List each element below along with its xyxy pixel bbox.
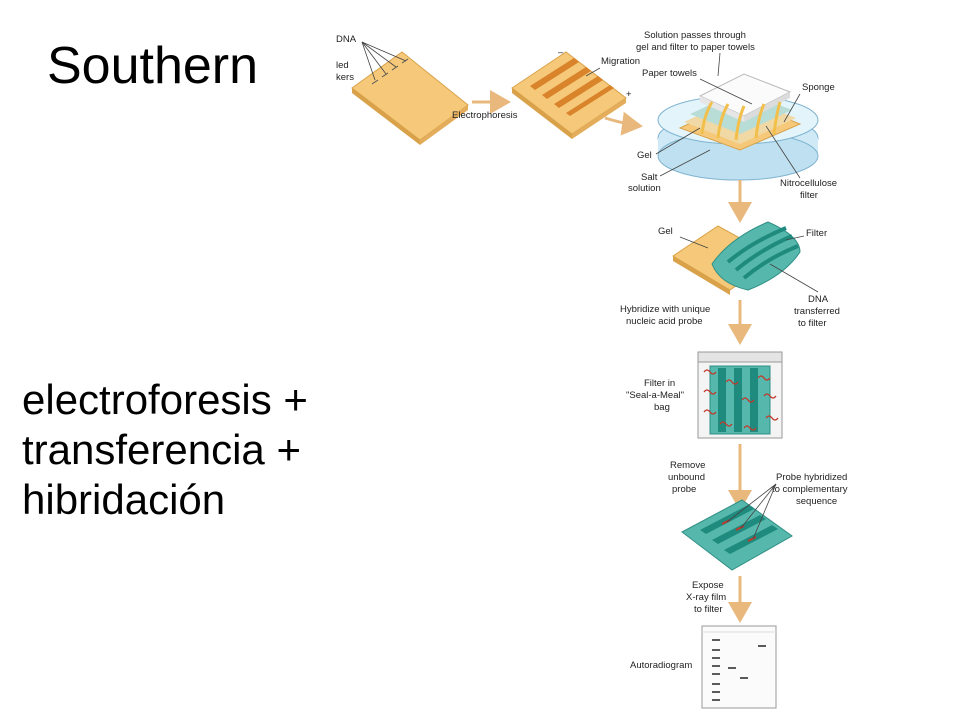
sponge-pointer (783, 93, 801, 123)
hybridized-filter (681, 499, 793, 571)
label-autoradiogram: Autoradiogram (630, 660, 692, 671)
gel-slab-1 (351, 51, 469, 145)
label-markers-2: kers (336, 72, 354, 83)
label-transferred-3: to filter (798, 318, 827, 329)
label-probe-1: Probe hybridized (776, 472, 847, 483)
label-solution-2: gel and filter to paper towels (636, 42, 755, 53)
slide-title: Southern (47, 37, 259, 95)
label-paper-towels: Paper towels (642, 68, 697, 79)
gel-and-filter (672, 221, 801, 295)
filter-pointer (785, 235, 805, 241)
label-probe-3: sequence (796, 496, 837, 507)
label-remove-2: unbound (668, 472, 705, 483)
text-line-transferencia: transferencia + (22, 426, 301, 473)
dna-pointer-lines (361, 41, 407, 81)
gel-slab-2 (511, 51, 627, 139)
flow-arrows (700, 101, 782, 141)
label-solution-1: Solution passes through (644, 30, 746, 41)
label-filter: Filter (806, 228, 827, 239)
label-expose-2: X-ray film (686, 592, 726, 603)
solution-pointer (717, 52, 721, 77)
label-transferred-2: transferred (794, 306, 840, 317)
label-nitrocellulose-2: filter (800, 190, 818, 201)
gel-pointer (655, 127, 701, 155)
label-remove-1: Remove (670, 460, 705, 471)
label-electrophoresis: Electrophoresis (452, 110, 518, 121)
label-gel-2: Gel (658, 226, 673, 237)
autoradiogram-film (701, 625, 777, 709)
label-gel: Gel (637, 150, 652, 161)
label-salt-2: solution (628, 183, 661, 194)
seal-a-meal-bag (697, 351, 783, 439)
text-line-electroforesis: electroforesis + (22, 376, 308, 423)
label-migration: Migration (601, 56, 640, 67)
label-remove-3: probe (672, 484, 696, 495)
label-sponge: Sponge (802, 82, 835, 93)
label-hybridize-2: nucleic acid probe (626, 316, 703, 327)
label-expose-1: Expose (692, 580, 724, 591)
label-transferred-1: DNA (808, 294, 829, 305)
label-markers-1: led (336, 60, 349, 71)
migration-pointer (585, 67, 601, 77)
text-line-hibridacion: hibridación (22, 476, 226, 523)
label-dna: DNA (336, 34, 357, 45)
nitrocellulose-pointer (765, 125, 801, 179)
label-plus: + (626, 89, 632, 100)
label-expose-3: to filter (694, 604, 723, 615)
gel-2-pointer (679, 236, 709, 249)
salt-pointer (659, 149, 711, 177)
label-hybridize-1: Hybridize with unique (620, 304, 710, 315)
label-bag-1: Filter in (644, 378, 675, 389)
label-salt-1: Salt (641, 172, 658, 183)
slide-text: electroforesis + transferencia + hibrida… (22, 375, 308, 525)
transferred-pointer (769, 263, 819, 293)
label-bag-2: "Seal-a-Meal" (626, 390, 684, 401)
label-minus: – (558, 47, 564, 58)
probe-pointer-lines (726, 483, 777, 540)
arrow-to-transfer (604, 111, 643, 136)
label-probe-2: to complementary (772, 484, 848, 495)
label-bag-3: bag (654, 402, 670, 413)
label-nitrocellulose-1: Nitrocellulose (780, 178, 837, 189)
paper-towels-pointer (699, 78, 753, 105)
